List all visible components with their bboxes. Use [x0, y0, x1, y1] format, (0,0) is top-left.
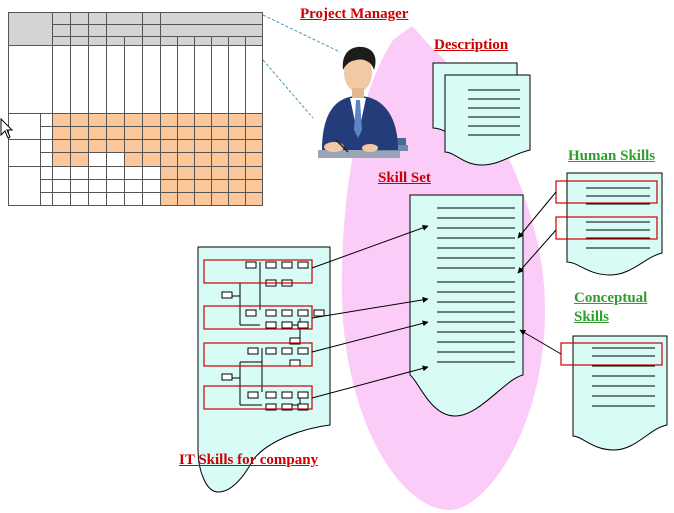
human-skills-label: Human Skills [568, 148, 656, 164]
it-skills-label: IT Skills for company [179, 452, 319, 468]
description-document [432, 62, 531, 166]
conceptual-skills-document [560, 335, 668, 451]
skill-set-document [409, 194, 524, 417]
human-skills-document [555, 172, 663, 276]
conceptual-skills-label-line1: Conceptual [574, 290, 648, 306]
project-manager-label: Project Manager [300, 6, 409, 22]
it-skills-document [197, 246, 331, 493]
description-label: Description [434, 37, 509, 53]
mapping-arrows [311, 191, 562, 399]
project-manager-figure-icon [318, 46, 408, 158]
mouse-pointer-icon [0, 118, 14, 139]
conceptual-skills-label-line2: Skills [574, 309, 610, 325]
skill-matrix-spreadsheet [8, 11, 264, 207]
matrix-connector-lines [262, 14, 341, 119]
skill-set-label: Skill Set [378, 170, 431, 186]
it-skill-highlight-boxes [203, 259, 313, 410]
